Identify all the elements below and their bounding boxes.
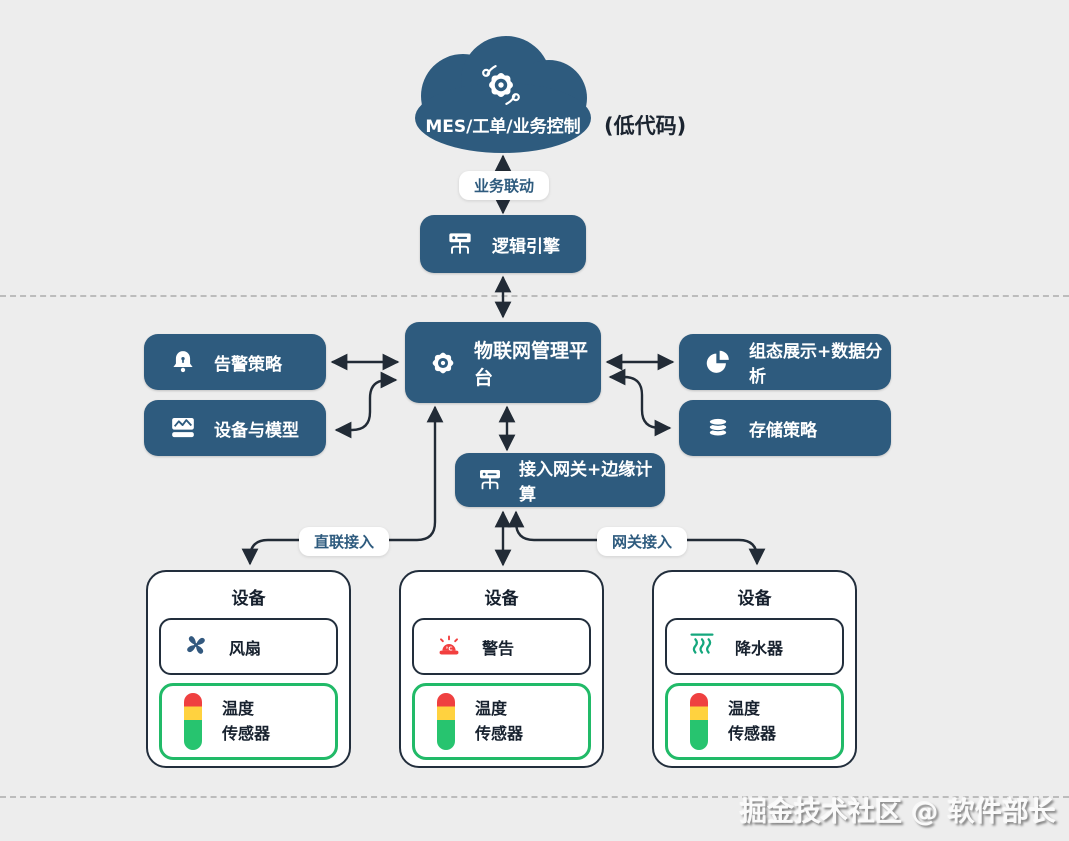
- sensor-temperature: 温度 传感器: [412, 683, 591, 760]
- node-label: 逻辑引擎: [492, 236, 560, 257]
- device-card-sprinkler: 设备 降水器 温度 传感器: [652, 570, 857, 768]
- low-code-note: (低代码): [604, 114, 687, 138]
- siren-icon: °C: [432, 628, 466, 666]
- component-alarm: °C 警告: [412, 618, 591, 675]
- traffic-bar-icon: [690, 693, 708, 750]
- sensor-label-line2: 传感器: [475, 723, 524, 743]
- node-label: 设备与模型: [214, 420, 299, 441]
- sensor-label: 温度 传感器: [728, 697, 776, 747]
- model-card-icon: [168, 413, 198, 443]
- hub-splitter-icon: [444, 228, 476, 260]
- pie-chart-icon: [703, 347, 733, 377]
- device-title: 设备: [737, 589, 772, 609]
- traffic-bar-icon: [184, 693, 202, 750]
- watermark: 掘金技术社区 @ 软件部长: [740, 797, 1056, 828]
- node-label: 接入网关+边缘计算: [519, 460, 653, 505]
- device-title: 设备: [231, 589, 266, 609]
- dashed-divider-bottom: [0, 796, 1069, 798]
- sensor-label-line1: 温度: [475, 698, 508, 718]
- node-iot-platform: 物联网管理平台: [405, 322, 601, 403]
- cloud-title: MES/工单/业务控制: [425, 117, 581, 137]
- hub-splitter-icon: [475, 465, 505, 495]
- device-title: 设备: [484, 589, 519, 609]
- node-storage-policy: 存储策略: [679, 400, 891, 456]
- node-device-model: 设备与模型: [144, 400, 326, 456]
- traffic-bar-icon: [437, 693, 455, 750]
- node-dashboard: 组态展示+数据分析: [679, 334, 891, 390]
- node-label: 物联网管理平台: [474, 339, 589, 389]
- device-card-alarm: 设备 °C 警告 温度 传感器: [399, 570, 604, 768]
- sensor-label-line1: 温度: [728, 698, 761, 718]
- component-label: 降水器: [735, 638, 784, 658]
- sensor-label-line2: 传感器: [728, 723, 777, 743]
- sensor-temperature: 温度 传感器: [159, 683, 338, 760]
- component-label: 警告: [482, 638, 515, 658]
- edge-label-gateway-access: 网关接入: [597, 527, 688, 556]
- dashed-divider-top: [0, 295, 1069, 297]
- node-gateway: 接入网关+边缘计算: [455, 453, 665, 507]
- node-alarm-policy: 告警策略: [144, 334, 326, 390]
- sensor-label: 温度 传感器: [475, 697, 523, 747]
- node-label: 组态展示+数据分析: [749, 342, 883, 387]
- bell-icon: [168, 347, 198, 377]
- node-logic-engine: 逻辑引擎: [420, 215, 586, 273]
- process-gears-icon: [482, 65, 520, 105]
- database-icon: [703, 413, 733, 443]
- sensor-label-line1: 温度: [222, 698, 255, 718]
- gear-icon: [425, 345, 461, 381]
- sensor-label-line2: 传感器: [222, 723, 271, 743]
- edge-label-business-linkage: 业务联动: [459, 171, 550, 200]
- node-label: 告警策略: [214, 354, 282, 375]
- device-card-fan: 设备 风扇 温度 传感器: [146, 570, 351, 768]
- component-fan: 风扇: [159, 618, 338, 675]
- component-label: 风扇: [229, 638, 262, 658]
- edge-label-direct-access: 直联接入: [299, 527, 390, 556]
- fan-icon: [179, 628, 213, 666]
- cloud-mes-node: MES/工单/业务控制: [408, 36, 598, 154]
- node-label: 存储策略: [749, 420, 817, 441]
- svg-text:°C: °C: [446, 646, 453, 652]
- steam-waves-icon: [685, 628, 719, 666]
- sensor-label: 温度 传感器: [222, 697, 270, 747]
- component-sprinkler: 降水器: [665, 618, 844, 675]
- sensor-temperature: 温度 传感器: [665, 683, 844, 760]
